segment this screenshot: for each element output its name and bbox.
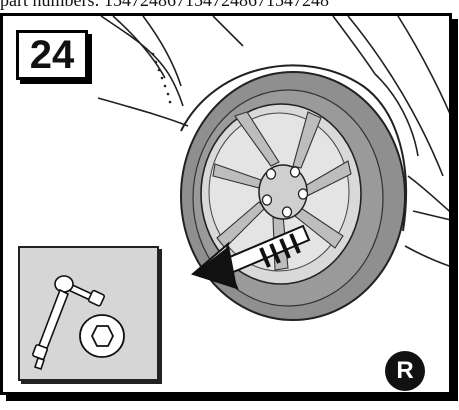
lug-nuts <box>261 166 309 218</box>
direction-arrow-icon <box>190 224 311 290</box>
tool-inset-drawing <box>32 275 125 371</box>
tool-inset <box>18 246 159 381</box>
instruction-panel: 24 <box>0 13 452 395</box>
header-partial-text: part numbers: 1547248671547248671547248 <box>0 0 329 10</box>
hex-socket-icon <box>79 314 125 358</box>
socket-wrench-icon <box>32 275 106 371</box>
fender-detail <box>151 52 172 104</box>
wheel-illustration <box>97 16 449 321</box>
region-badge: R <box>385 351 425 391</box>
wheel-arch <box>180 64 407 232</box>
car-body-outline <box>97 16 449 267</box>
step-number-badge: 24 <box>16 30 88 80</box>
